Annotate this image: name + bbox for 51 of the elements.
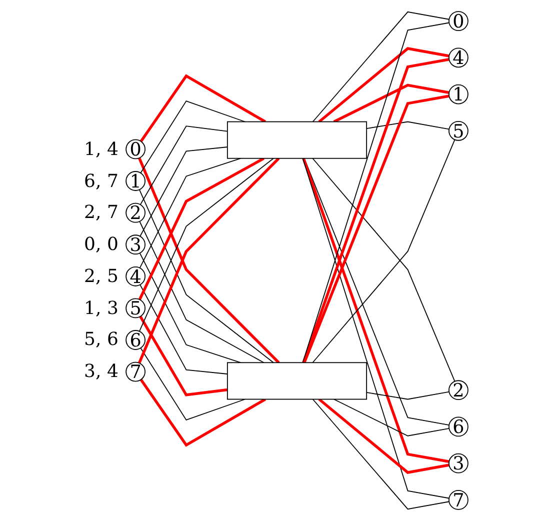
connector [318, 47, 450, 123]
switch-box [226, 362, 368, 400]
node-circle: 2 [448, 379, 468, 402]
node-circle: 6 [126, 329, 146, 351]
node-caption: 2, 7 [84, 202, 118, 224]
connector [366, 391, 450, 400]
connector [333, 84, 450, 123]
switch-box [226, 121, 368, 159]
node-circle: 0 [448, 10, 468, 32]
connector [139, 316, 228, 396]
connector [139, 220, 264, 364]
node-circle: 2 [126, 202, 146, 224]
connector [312, 398, 450, 510]
connector [138, 157, 265, 300]
connector [139, 252, 242, 364]
connector [139, 158, 242, 268]
connector [312, 11, 450, 122]
node-caption: 1, 3 [84, 298, 118, 319]
connector [140, 100, 246, 174]
node-circle: 4 [448, 46, 468, 69]
node-caption: 3, 4 [84, 361, 118, 382]
node-caption: 1, 4 [84, 138, 118, 160]
node-circle: 3 [448, 452, 468, 474]
connector [333, 398, 450, 436]
node-circle: 5 [448, 120, 468, 142]
connector [140, 146, 228, 237]
node-caption: 5, 6 [84, 329, 118, 350]
node-circle: 0 [126, 138, 146, 160]
node-caption: 0, 0 [84, 234, 118, 256]
node-caption: 6, 7 [84, 170, 118, 192]
node-circle: 1 [126, 170, 146, 192]
node-caption: 2, 5 [84, 266, 118, 287]
connector [312, 158, 456, 382]
connector [138, 157, 280, 364]
node-circle: 7 [448, 488, 468, 511]
connector [140, 284, 228, 374]
connector [366, 121, 450, 130]
connector [140, 126, 228, 206]
node-circle: 7 [126, 360, 146, 383]
node-circle: 4 [126, 265, 146, 288]
connector [138, 189, 274, 364]
node-circle: 3 [126, 234, 146, 256]
connector [318, 398, 450, 474]
connector [140, 348, 246, 421]
node-circle: 6 [448, 416, 468, 438]
node-circle: 5 [126, 297, 146, 320]
connector [140, 74, 266, 142]
connector [312, 139, 456, 364]
connector [138, 158, 274, 332]
connector [140, 378, 266, 447]
node-circle: 1 [448, 83, 468, 106]
